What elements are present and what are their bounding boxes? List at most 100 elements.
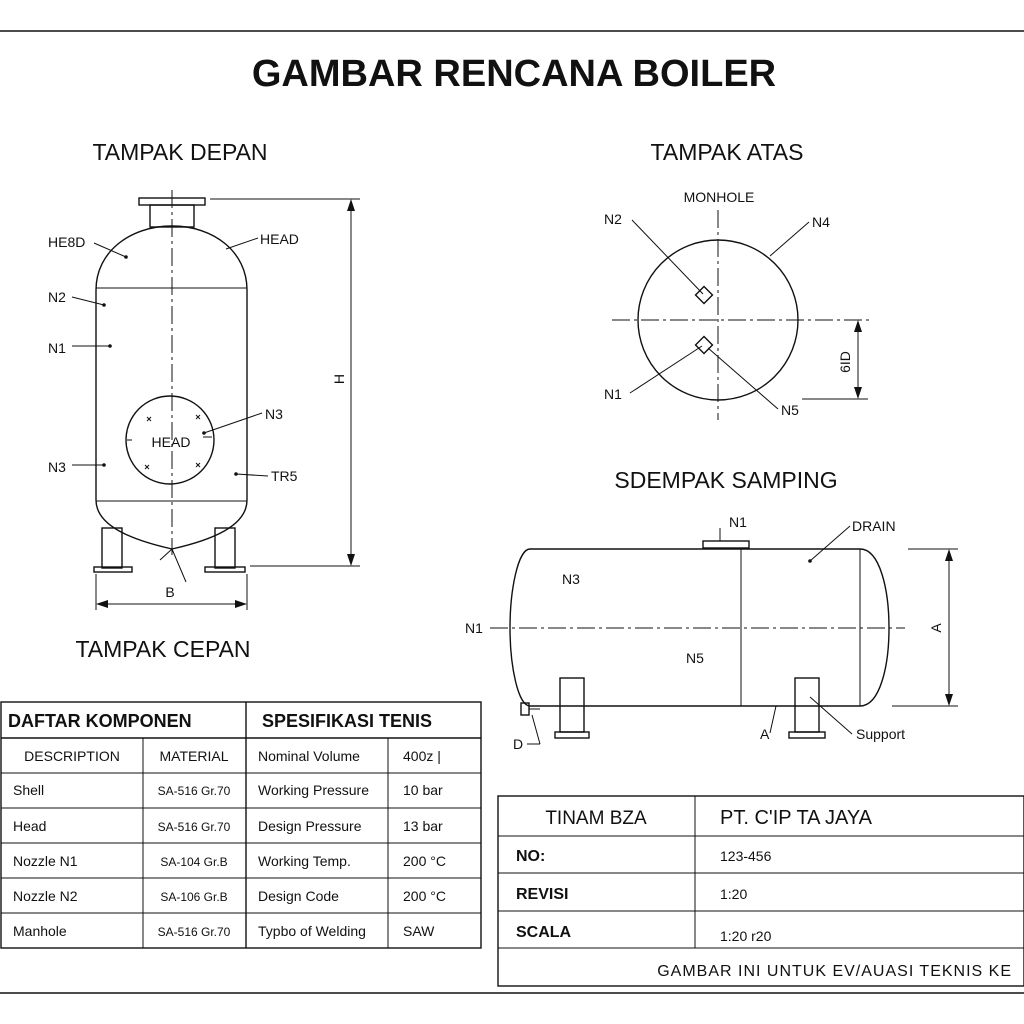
col-material: MATERIAL <box>160 748 229 764</box>
tb-label-revisi: REVISI <box>516 886 568 903</box>
comp-desc-1: Head <box>13 818 46 834</box>
dim-h-arrow-top <box>347 199 355 211</box>
saddle-left <box>559 677 585 733</box>
title-block-frame <box>497 795 1024 987</box>
label-top-n1: N1 <box>604 386 622 402</box>
dim-b-arrow-left <box>96 600 108 608</box>
label-top-n2: N2 <box>604 211 622 227</box>
spec-name-0: Nominal Volume <box>258 748 360 764</box>
label-n3-right: N3 <box>265 406 283 422</box>
specs-header: SPESIFIKASI TENIS <box>262 711 432 731</box>
side-view: N1 DRAIN N3 N1 N5 Support A D A <box>465 514 958 752</box>
bottom-leader <box>159 548 187 583</box>
view-title-side: SDEMPAK SAMPING <box>614 467 837 493</box>
tb-company: PT. C'IP TA JAYA <box>720 807 873 829</box>
spec-value-1: 10 bar <box>403 782 443 798</box>
spec-value-5: SAW <box>403 923 435 939</box>
comp-desc-3: Nozzle N2 <box>13 888 78 904</box>
spec-value-4: 200 °C <box>403 888 446 904</box>
label-n2: N2 <box>48 289 66 305</box>
col-description: DESCRIPTION <box>24 748 120 764</box>
tb-value-no: 123-456 <box>720 848 772 864</box>
view-title-front-bottom: TAMPAK CEPAN <box>75 636 250 662</box>
top-dim-arrow-bottom <box>854 387 862 399</box>
leader-dot-n2 <box>102 303 106 307</box>
dim-h-label: H <box>331 374 347 384</box>
leader-tr5 <box>235 473 269 477</box>
leader-side-drain <box>809 525 851 562</box>
saddle-right-base <box>788 731 826 739</box>
leg-right-foot <box>204 566 246 573</box>
tb-footer: GAMBAR INI UNTUK EV/AUASI TEKNIS KE <box>657 963 1012 980</box>
front-view: HEAD HE8D HEAD N2 N1 N3 N3 TR5 H <box>48 190 360 610</box>
leader-n3-right <box>203 412 263 434</box>
components-spec-table: DAFTAR KOMPONEN SPESIFIKASI TENIS DESCRI… <box>0 701 482 949</box>
label-tr5: TR5 <box>271 468 298 484</box>
leader-he8d <box>93 242 127 258</box>
comp-desc-2: Nozzle N1 <box>13 853 78 869</box>
manhole-circle <box>125 395 215 485</box>
leader-top-n5 <box>707 347 779 410</box>
saddle-right <box>794 677 820 733</box>
label-n1: N1 <box>48 340 66 356</box>
tb-value-scala: 1:20 r20 <box>720 928 772 944</box>
leg-left <box>101 527 123 569</box>
leader-top-n1 <box>629 345 703 394</box>
label-n3-left: N3 <box>48 459 66 475</box>
leg-right <box>214 527 236 569</box>
comp-mat-2: SA-104 Gr.B <box>160 855 227 869</box>
label-side-n3: N3 <box>562 571 580 587</box>
side-dim-label: A <box>928 623 944 633</box>
top-view: MONHOLE N2 N4 N1 N5 6ID <box>604 189 870 420</box>
leader-top-n2 <box>631 219 704 295</box>
spec-name-3: Working Temp. <box>258 853 351 869</box>
side-dim-arrow-bottom <box>945 694 953 706</box>
label-monhole: MONHOLE <box>684 189 755 205</box>
comp-mat-4: SA-516 Gr.70 <box>158 925 231 939</box>
leader-dot-he8d <box>124 255 128 259</box>
saddle-left-base <box>554 731 590 739</box>
view-title-front: TAMPAK DEPAN <box>92 139 267 165</box>
label-he8d: HE8D <box>48 234 85 250</box>
spec-value-2: 13 bar <box>403 818 443 834</box>
vessel-body <box>95 225 248 550</box>
tb-left-header: TINAM BZA <box>545 808 647 829</box>
tb-label-no: NO: <box>516 848 545 865</box>
leader-dot-side-drain <box>808 559 812 563</box>
side-drain-valve <box>520 702 530 716</box>
leader-dot-n3-left <box>102 463 106 467</box>
leg-left-foot <box>93 566 133 573</box>
leader-dot-n3-right <box>202 431 206 435</box>
label-top-n4: N4 <box>812 214 830 230</box>
leader-support <box>809 696 853 735</box>
comp-mat-0: SA-516 Gr.70 <box>158 784 231 798</box>
label-side-n1-left: N1 <box>465 620 483 636</box>
spec-name-4: Design Code <box>258 888 339 904</box>
leader-dot-tr5 <box>234 472 238 476</box>
leader-n2 <box>71 296 105 306</box>
comp-desc-0: Shell <box>13 782 44 798</box>
label-side-n1-top: N1 <box>729 514 747 530</box>
dim-h-arrow-bottom <box>347 554 355 566</box>
label-head: HEAD <box>260 231 299 247</box>
side-dim-arrow-top <box>945 549 953 561</box>
side-top-nozzle <box>702 540 750 549</box>
manhole-bolt-marks <box>127 414 212 470</box>
spec-value-0: 400z | <box>403 748 441 764</box>
top-dim-arrow-top <box>854 320 862 332</box>
leader-side-d <box>531 714 541 745</box>
label-side-drain: DRAIN <box>852 518 896 534</box>
drawing-title: GAMBAR RENCANA BOILER <box>252 53 776 95</box>
title-block: TINAM BZA PT. C'IP TA JAYA NO: 123-456 R… <box>497 795 1024 987</box>
spec-name-1: Working Pressure <box>258 782 369 798</box>
tb-label-scala: SCALA <box>516 924 572 941</box>
label-side-n5: N5 <box>686 650 704 666</box>
label-support: Support <box>856 726 905 742</box>
components-header: DAFTAR KOMPONEN <box>8 711 192 731</box>
tb-value-revisi: 1:20 <box>720 886 747 902</box>
comp-desc-4: Manhole <box>13 923 67 939</box>
label-side-a-small: A <box>760 726 770 742</box>
leader-head <box>225 237 259 250</box>
view-title-top: TAMPAK ATAS <box>651 139 804 165</box>
